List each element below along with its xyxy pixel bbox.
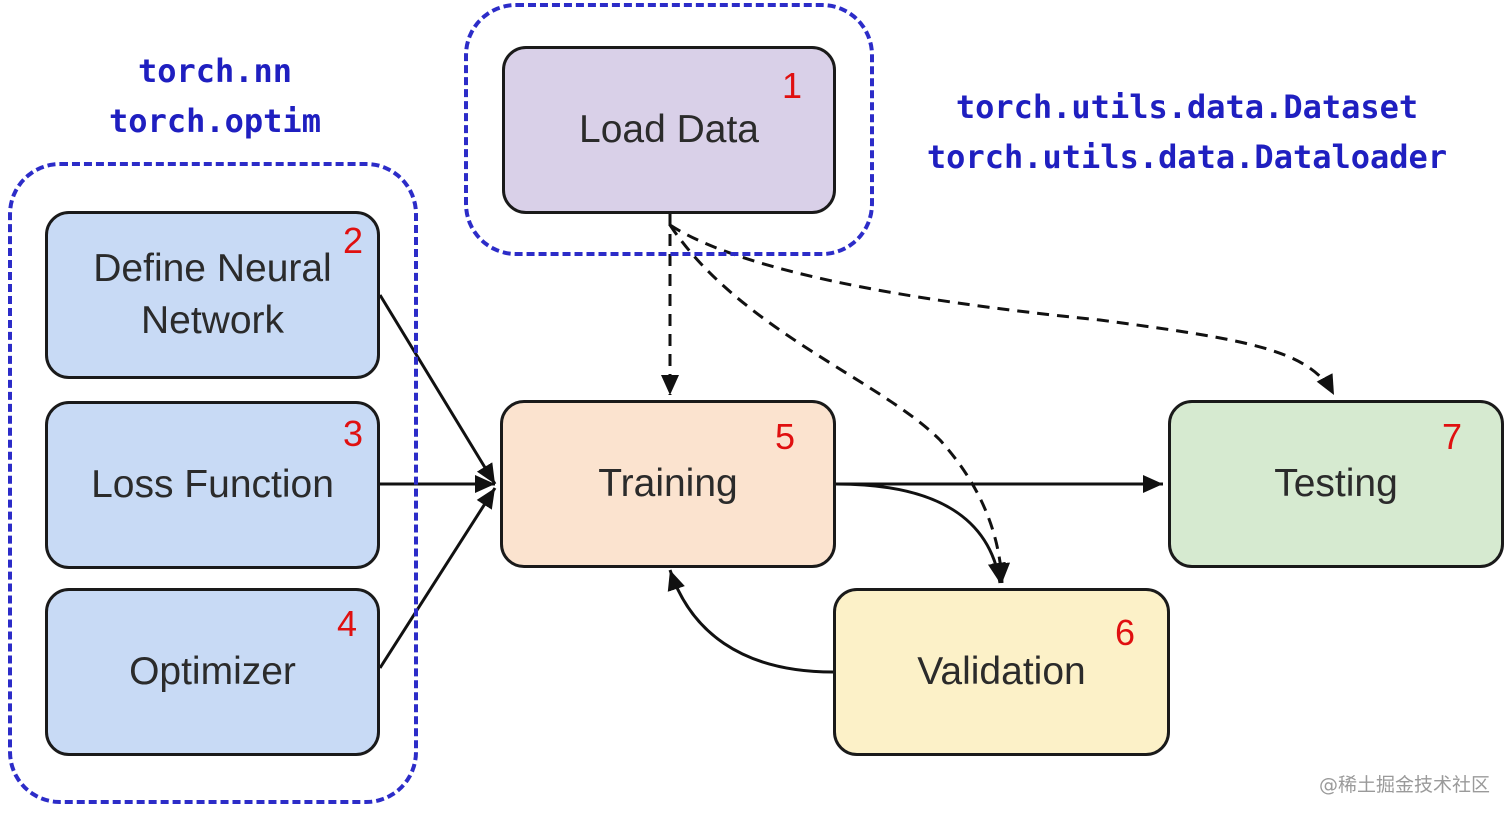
model-api-labels: torch.nn torch.optim	[100, 46, 330, 146]
node-training-label: Training	[598, 462, 738, 505]
node-testing-label: Testing	[1274, 462, 1398, 505]
step-2: 2	[343, 220, 364, 261]
node-define-network-label: Define Neural Network	[93, 247, 332, 342]
data-group-outline	[464, 3, 874, 256]
node-load-data: Load Data	[502, 46, 836, 214]
edge-training-to-validation	[835, 482, 1006, 584]
node-loss-function: Loss Function	[45, 401, 380, 569]
step-4: 4	[337, 603, 358, 644]
step-1: 1	[782, 65, 803, 106]
node-load-data-label: Load Data	[579, 108, 759, 151]
edge-define-network-to-training	[378, 294, 497, 485]
edge-validation-to-training	[667, 569, 834, 674]
node-optimizer: Optimizer	[45, 588, 380, 756]
node-testing: Testing	[1168, 400, 1504, 568]
edge-optimizer-to-training	[378, 487, 497, 669]
node-optimizer-label: Optimizer	[129, 650, 296, 693]
api-torch-nn: torch.nn	[137, 52, 293, 90]
edge-load-data-to-testing	[669, 223, 1336, 396]
data-api-labels: torch.utils.data.Dataset torch.utils.dat…	[902, 82, 1472, 182]
step-3: 3	[343, 413, 364, 454]
api-dataset: torch.utils.data.Dataset	[955, 88, 1419, 126]
node-validation: Validation	[833, 588, 1170, 756]
model-group-outline	[8, 162, 418, 804]
node-validation-label: Validation	[917, 650, 1086, 693]
node-training: Training	[500, 400, 836, 568]
api-dataloader: torch.utils.data.Dataloader	[926, 138, 1448, 176]
watermark: @稀土掘金技术社区	[1318, 774, 1490, 796]
step-6: 6	[1115, 612, 1136, 653]
node-define-network: Define Neural Network	[45, 211, 380, 379]
node-loss-function-label: Loss Function	[91, 463, 334, 506]
api-torch-optim: torch.optim	[109, 102, 321, 140]
step-5: 5	[775, 416, 796, 457]
step-7: 7	[1442, 416, 1463, 457]
